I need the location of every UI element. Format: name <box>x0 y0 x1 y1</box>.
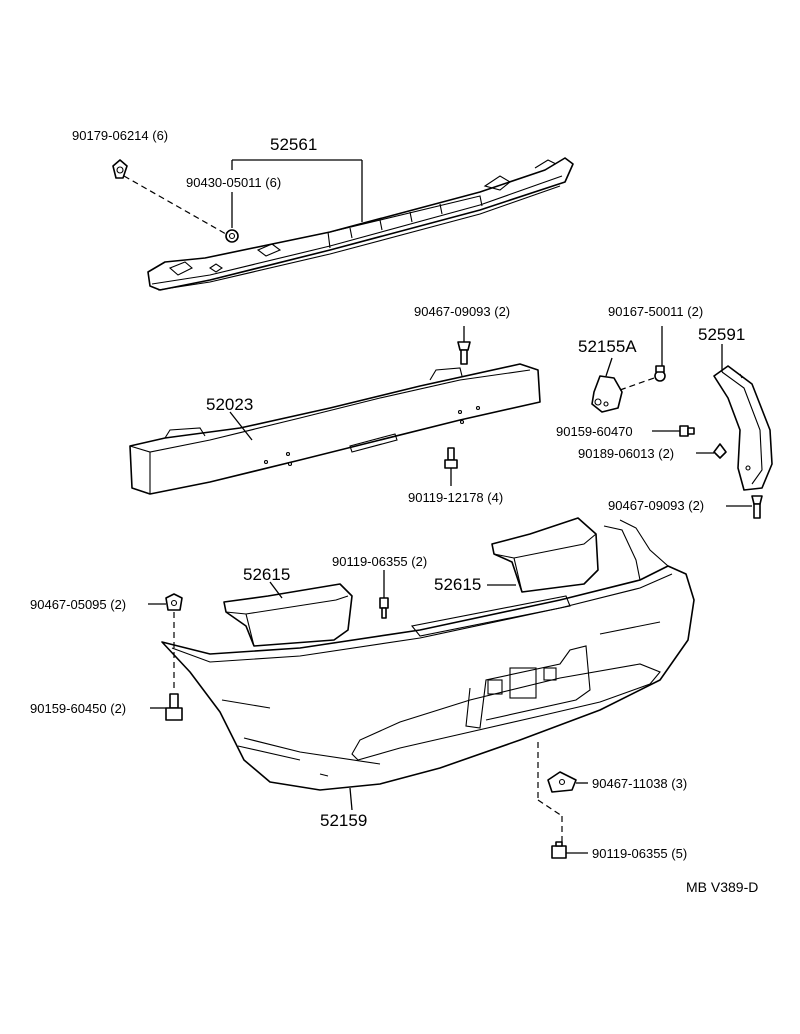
label-90467-09093-lower: 90467-09093 (2) <box>608 498 704 513</box>
bolt-90159-60450 <box>165 693 183 721</box>
bolt-90159-60470 <box>679 425 695 437</box>
label-90179-06214: 90179-06214 (6) <box>72 128 168 143</box>
label-90119-06355-upper: 90119-06355 (2) <box>332 554 427 569</box>
label-90467-05095: 90467-05095 (2) <box>30 597 126 612</box>
dash-52155a <box>619 377 655 391</box>
clip-nut-90467-11038 <box>547 771 577 793</box>
label-52591: 52591 <box>698 325 745 344</box>
leader-52561 <box>231 159 363 222</box>
side-bracket-52591 <box>713 365 773 491</box>
diagram-code: MB V389-D <box>686 879 758 895</box>
label-90467-09093-upper: 90467-09093 (2) <box>414 304 510 319</box>
bolt-90119-12178 <box>444 447 458 469</box>
leader-52023 <box>229 411 253 441</box>
bolt-90119-06355-upper <box>379 597 389 619</box>
label-52615-right: 52615 <box>434 575 481 594</box>
label-90189-06013: 90189-06013 (2) <box>578 446 674 461</box>
screw-90167-50011 <box>654 365 666 382</box>
bumper-reinforcement-52023 <box>129 363 541 495</box>
nut-90430-05011 <box>225 229 239 243</box>
dash-lower-2 <box>537 799 563 817</box>
leader-52159 <box>349 787 353 811</box>
label-52155a: 52155A <box>578 337 637 356</box>
label-52023: 52023 <box>206 395 253 414</box>
label-52615-left: 52615 <box>243 565 290 584</box>
bolt-90119-06355-lower <box>551 841 567 859</box>
clip-90467-05095 <box>165 593 183 611</box>
bumper-reinforcement-52561 <box>147 157 574 291</box>
label-90467-11038: 90467-11038 (3) <box>592 776 687 791</box>
label-52561: 52561 <box>270 135 317 154</box>
label-90430-05011: 90430-05011 (6) <box>186 175 281 190</box>
label-90119-06355-lower: 90119-06355 (5) <box>592 846 687 861</box>
label-90159-60450: 90159-60450 (2) <box>30 701 126 716</box>
label-52159: 52159 <box>320 811 367 830</box>
leader-52155a <box>605 357 613 377</box>
bolt-90467-09093-upper <box>457 341 471 365</box>
nut-90189-06013 <box>713 443 727 459</box>
bracket-52155a <box>591 375 623 413</box>
absorber-52615-left <box>223 583 353 647</box>
absorber-52615-right <box>491 517 599 593</box>
leader-52615-left <box>269 581 283 599</box>
label-90119-12178: 90119-12178 (4) <box>408 490 503 505</box>
label-90159-60470: 90159-60470 <box>556 424 633 439</box>
bolt-90467-09093-lower <box>751 495 763 519</box>
label-90167-50011: 90167-50011 (2) <box>608 304 703 319</box>
bumper-cover-52159 <box>161 519 695 791</box>
clip-90179-06214 <box>112 159 128 179</box>
